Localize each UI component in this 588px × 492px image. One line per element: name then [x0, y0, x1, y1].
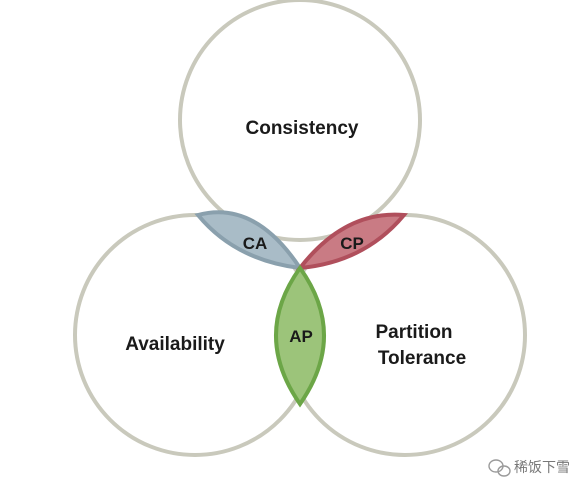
ca-label: CA	[243, 234, 268, 253]
ap-label: AP	[289, 327, 313, 346]
ap-intersection	[274, 264, 326, 408]
consistency-circle	[178, 0, 422, 242]
availability-label: Availability	[125, 334, 225, 355]
partition-label-line1: Partition	[375, 322, 452, 343]
watermark-text: 稀饭下雪	[514, 460, 570, 476]
wechat-icon	[488, 459, 511, 477]
cp-label: CP	[340, 234, 364, 253]
cp-intersection	[295, 212, 408, 271]
consistency-label: Consistency	[246, 118, 359, 139]
partition-label-line2: Tolerance	[378, 348, 466, 369]
